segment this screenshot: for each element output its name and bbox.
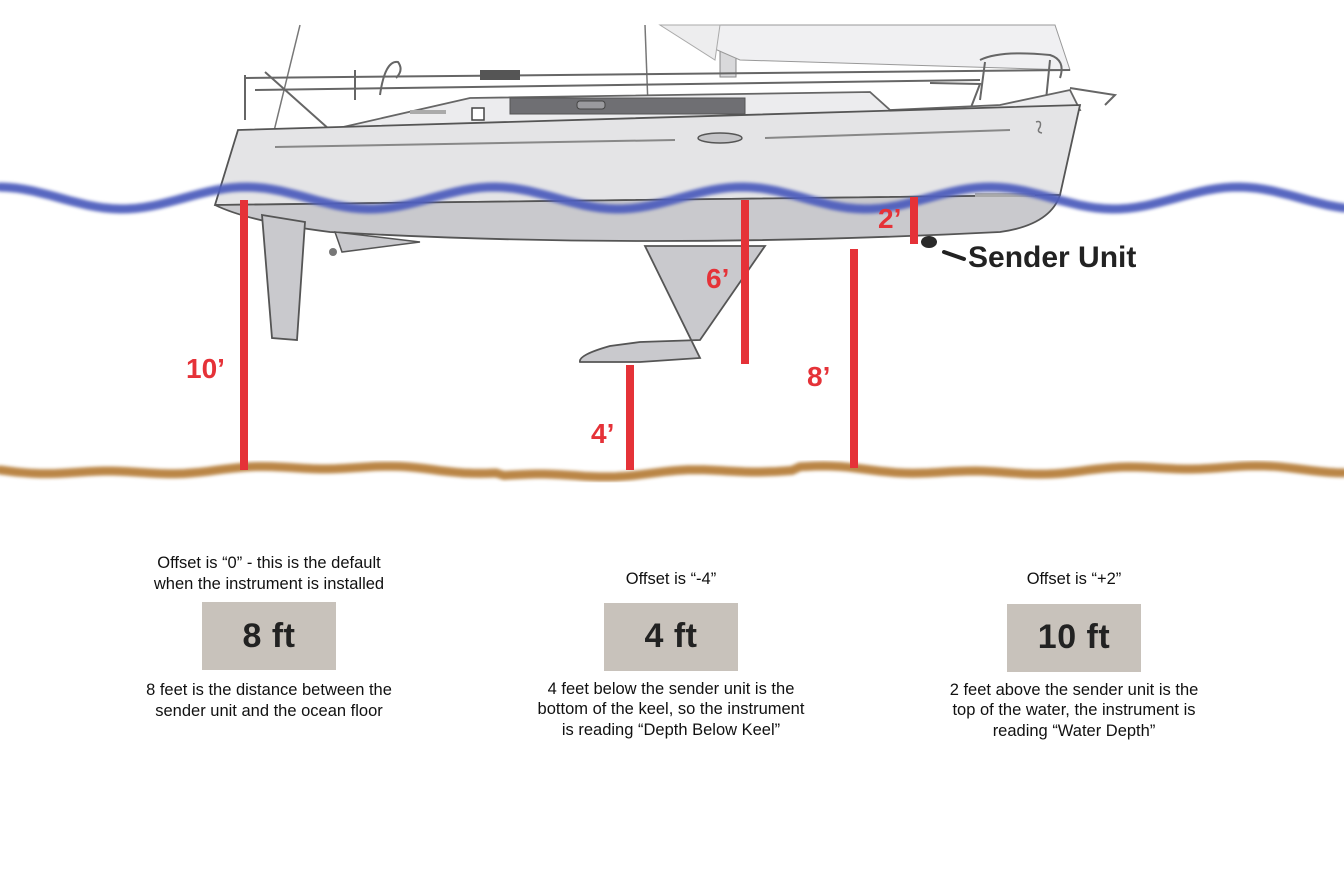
keel [579,245,767,363]
panel-description: 8 feet is the distance between the sende… [146,681,392,720]
sailboat-rigging [261,24,1071,181]
water-surface-line [0,182,1344,214]
sender-unit: Sender Unit [921,236,1136,274]
panel-offset-text: Offset is “0” - this is the default when… [153,554,385,593]
panel-description: 2 feet above the sender unit is the top … [949,680,1199,740]
sender-unit-marker [921,236,937,248]
depth-display: 10 ft [1007,603,1141,672]
panel-offset-zero: Offset is “0” - this is the default when… [119,553,419,721]
depth-label-6: 6’ [706,263,729,294]
panel-offset-text: Offset is “+2” [1026,570,1122,588]
depth-display: 8 ft [202,602,336,670]
depth-measurements [240,197,918,470]
depth-display: 4 ft [604,602,738,671]
depth-label-4: 4’ [591,418,614,449]
sea-floor-line [0,461,1344,482]
depth-label-2: 2’ [878,203,901,234]
hull [213,104,1082,242]
panel-offset-plus-two: Offset is “+2” 10 ft 2 feet above the se… [919,569,1229,741]
sender-unit-label: Sender Unit [968,241,1136,274]
deck-details [244,52,1118,131]
depth-label-8: 8’ [807,361,830,392]
depth-label-10: 10’ [186,353,225,384]
boat-depth-illustration: 10’ 4’ 6’ 8’ 2’ Sender Unit [0,24,1344,482]
panel-offset-minus-four: Offset is “-4” 4 ft 4 feet below the sen… [516,569,826,740]
propeller [333,231,421,253]
panel-offset-text: Offset is “-4” [625,570,717,588]
rudder [261,213,306,341]
panel-description: 4 feet below the sender unit is the bott… [537,679,805,739]
